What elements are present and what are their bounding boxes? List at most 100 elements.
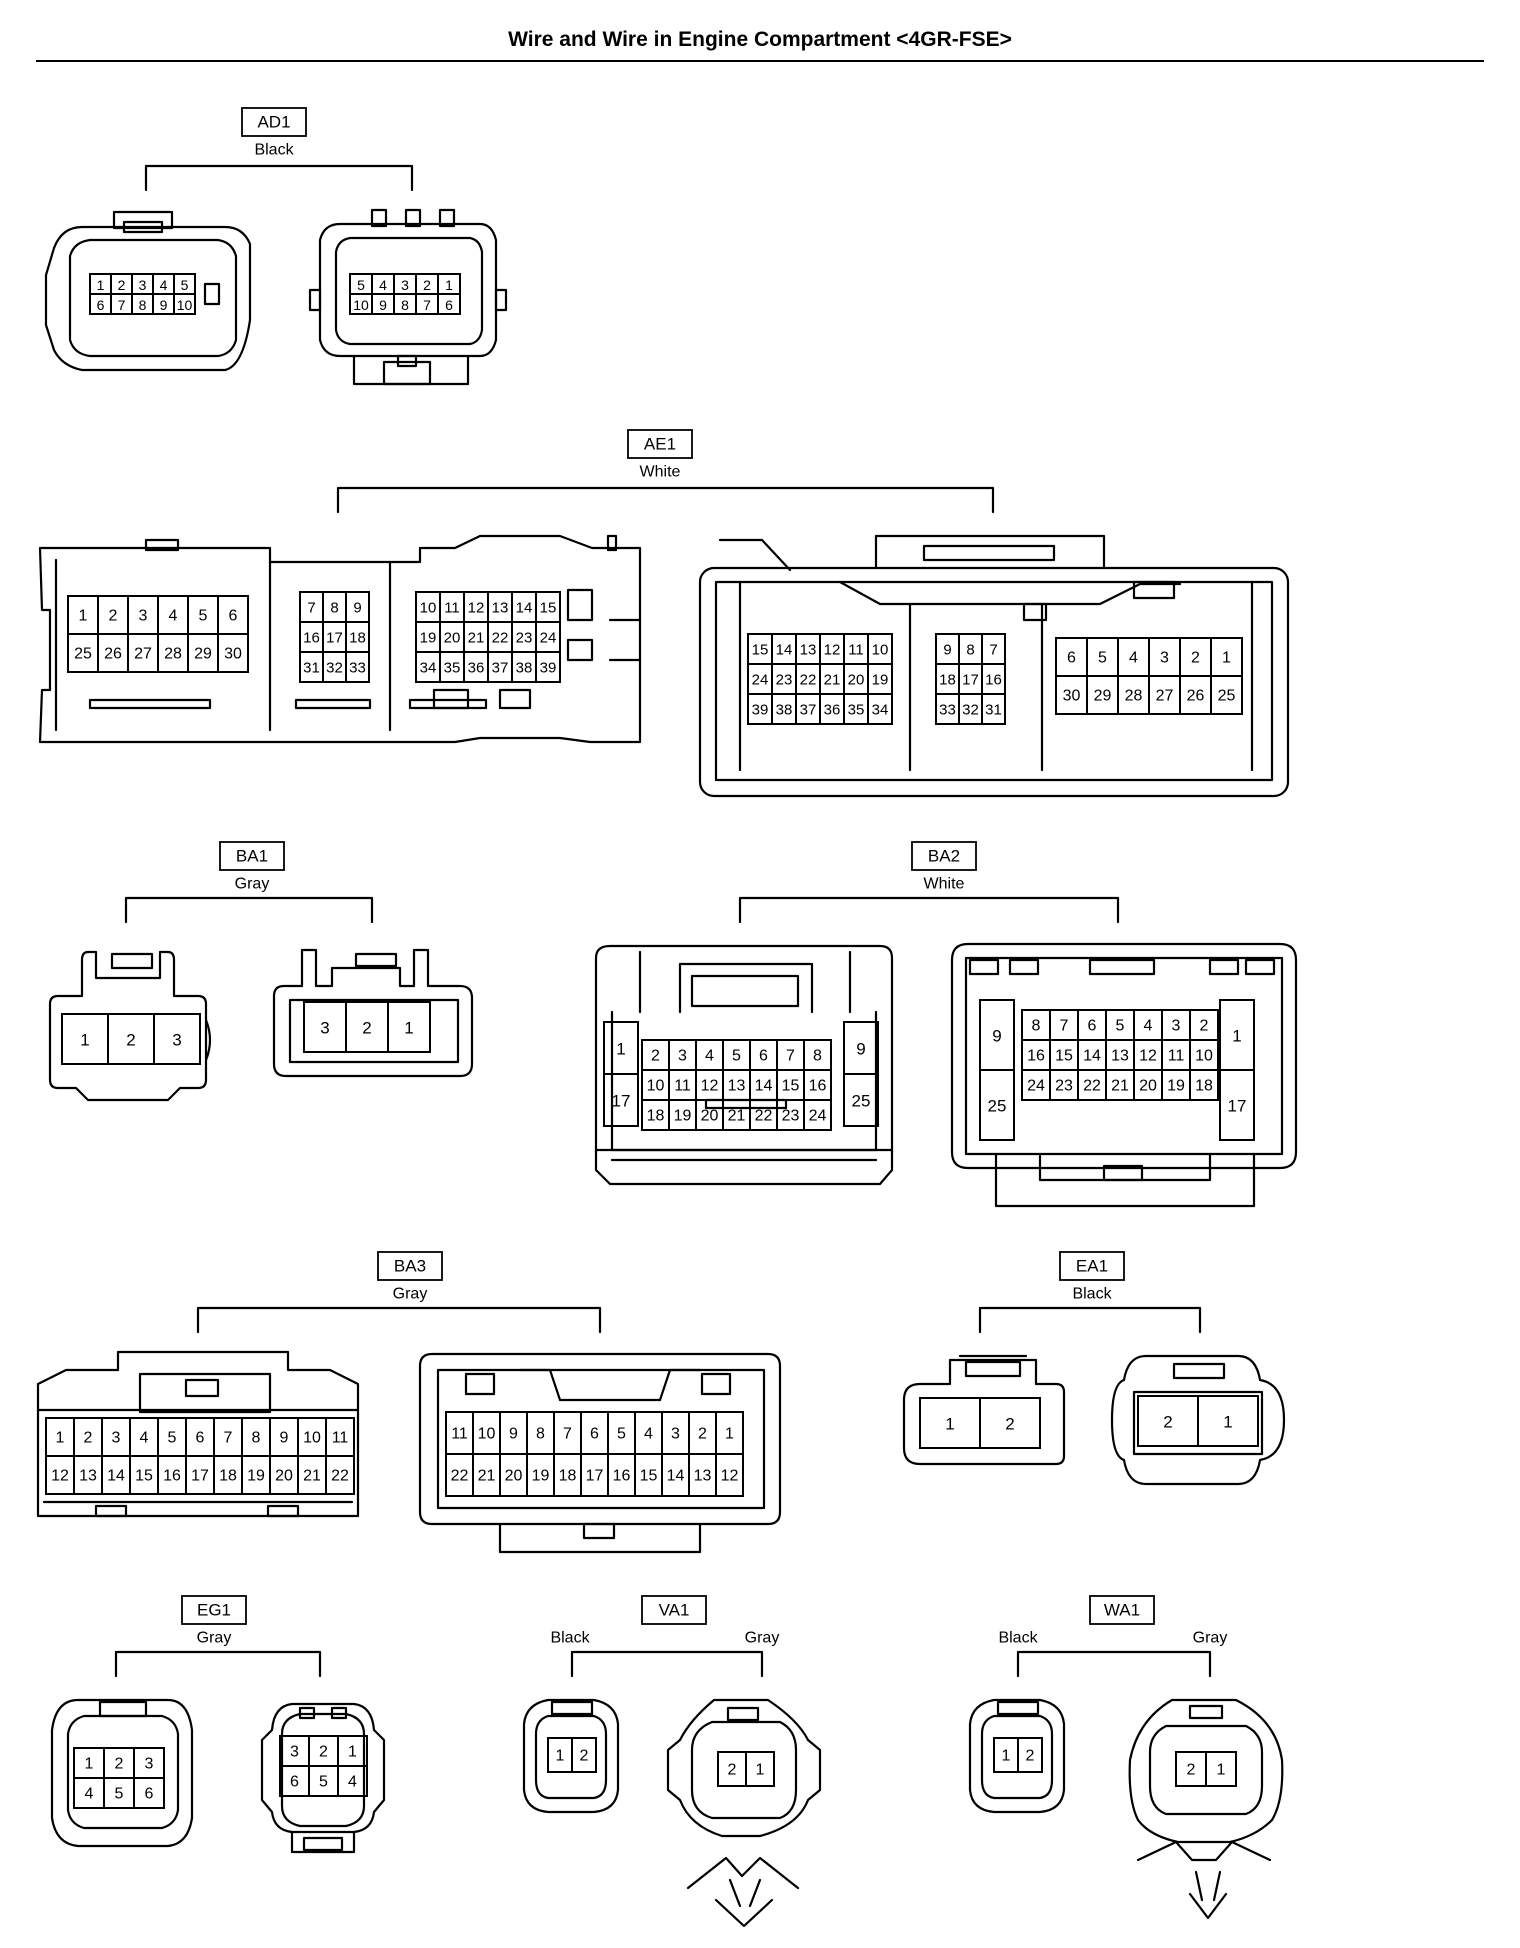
pin-number: 25 [988, 1097, 1007, 1116]
pin-number: 17 [586, 1468, 604, 1485]
pin-number: 3 [678, 1048, 687, 1065]
pin-number: 2 [1200, 1018, 1209, 1035]
pin-number: 17 [326, 630, 343, 647]
pin-number: 30 [1063, 688, 1081, 705]
pin-number: 3 [1160, 650, 1169, 667]
pin-number: 14 [776, 642, 793, 659]
pin-number: 39 [752, 702, 769, 719]
pin-number: 14 [107, 1468, 125, 1485]
pin-number: 22 [492, 630, 509, 647]
pin-number: 1 [616, 1040, 625, 1059]
pin-number: 21 [824, 672, 841, 689]
pin-number: 19 [247, 1468, 265, 1485]
ba2-tag: BA2 [911, 841, 977, 871]
pin-cell [843, 1073, 879, 1127]
pin-number: 5 [617, 1426, 626, 1443]
pin-number: 36 [468, 660, 485, 677]
pin-number: 6 [229, 608, 238, 625]
pin-number: 3 [139, 277, 147, 293]
pin-cell [337, 1765, 368, 1797]
pin-number: 3 [172, 1031, 181, 1050]
pin-number: 2 [319, 1744, 328, 1761]
pin-number: 10 [420, 600, 437, 617]
pin-number: 32 [962, 702, 979, 719]
va1-right-housing [666, 1698, 822, 1928]
pin-number: 24 [1027, 1078, 1045, 1095]
pin-number: 6 [445, 297, 453, 313]
ba1-right-housing [272, 948, 474, 1078]
ba1-left-housing [48, 950, 212, 1102]
pin-number: 9 [160, 297, 168, 313]
ba2-right-housing [950, 942, 1298, 1208]
ea1-color: Black [1072, 1286, 1112, 1303]
pin-number: 2 [1187, 1762, 1196, 1779]
pin-number: 14 [1083, 1048, 1101, 1065]
pin-number: 6 [290, 1774, 299, 1791]
pin-number: 17 [191, 1468, 209, 1485]
ba2-bracket [738, 896, 1120, 924]
pin-number: 2 [423, 277, 431, 293]
pin-number: 20 [701, 1108, 719, 1125]
pin-number: 29 [1094, 688, 1112, 705]
pin-number: 28 [1125, 688, 1143, 705]
ea1-left-housing [902, 1354, 1066, 1466]
pin-number: 8 [813, 1048, 822, 1065]
pin-number: 32 [326, 660, 343, 677]
pin-number: 24 [540, 630, 557, 647]
ba1-tag: BA1 [219, 841, 285, 871]
pin-number: 14 [667, 1468, 685, 1485]
pin-number: 13 [728, 1078, 746, 1095]
pin-number: 9 [992, 1027, 1001, 1046]
pin-number: 35 [848, 702, 865, 719]
pin-number: 8 [139, 297, 147, 313]
pin-number: 6 [1088, 1018, 1097, 1035]
pin-number: 37 [800, 702, 817, 719]
pin-number: 7 [423, 297, 431, 313]
pin-number: 20 [848, 672, 865, 689]
eg1-left-housing [50, 1698, 194, 1848]
va1-left-housing [522, 1698, 620, 1814]
pin-number: 20 [444, 630, 461, 647]
pin-number: 11 [444, 600, 460, 617]
pin-cell [867, 693, 893, 725]
connector-code: BA1 [236, 847, 268, 866]
pin-number: 31 [303, 660, 320, 677]
pin-number: 1 [1222, 650, 1231, 667]
pin-number: 8 [330, 600, 338, 617]
pin-number: 4 [140, 1430, 149, 1447]
pin-number: 5 [181, 277, 189, 293]
pin-cell [387, 1001, 431, 1053]
pin-number: 2 [1005, 1415, 1014, 1434]
pin-number: 4 [644, 1426, 653, 1443]
pin-number: 37 [492, 660, 509, 677]
pin-number: 26 [104, 646, 122, 663]
pin-number: 2 [115, 1756, 124, 1773]
pin-number: 1 [348, 1744, 357, 1761]
ae1-color: White [640, 464, 681, 481]
pin-number: 8 [252, 1430, 261, 1447]
pin-number: 12 [824, 642, 841, 659]
va1-tag: VA1 [641, 1595, 707, 1625]
pin-number: 12 [51, 1468, 69, 1485]
ba3-right-housing [418, 1352, 782, 1554]
connector-code: WA1 [1104, 1601, 1140, 1620]
pin-number: 4 [379, 277, 387, 293]
pin-number: 19 [1167, 1078, 1185, 1095]
ba2-left-side-left: 117 [603, 1021, 639, 1127]
pin-number: 23 [782, 1108, 800, 1125]
pin-number: 16 [303, 630, 320, 647]
pin-number: 25 [74, 646, 92, 663]
ad1-left-housing [44, 210, 252, 372]
pin-number: 3 [290, 1744, 299, 1761]
pin-number: 15 [135, 1468, 153, 1485]
pin-number: 34 [872, 702, 889, 719]
pin-number: 9 [353, 600, 361, 617]
pin-number: 2 [651, 1048, 660, 1065]
pin-number: 16 [613, 1468, 631, 1485]
pin-number: 22 [1083, 1078, 1101, 1095]
